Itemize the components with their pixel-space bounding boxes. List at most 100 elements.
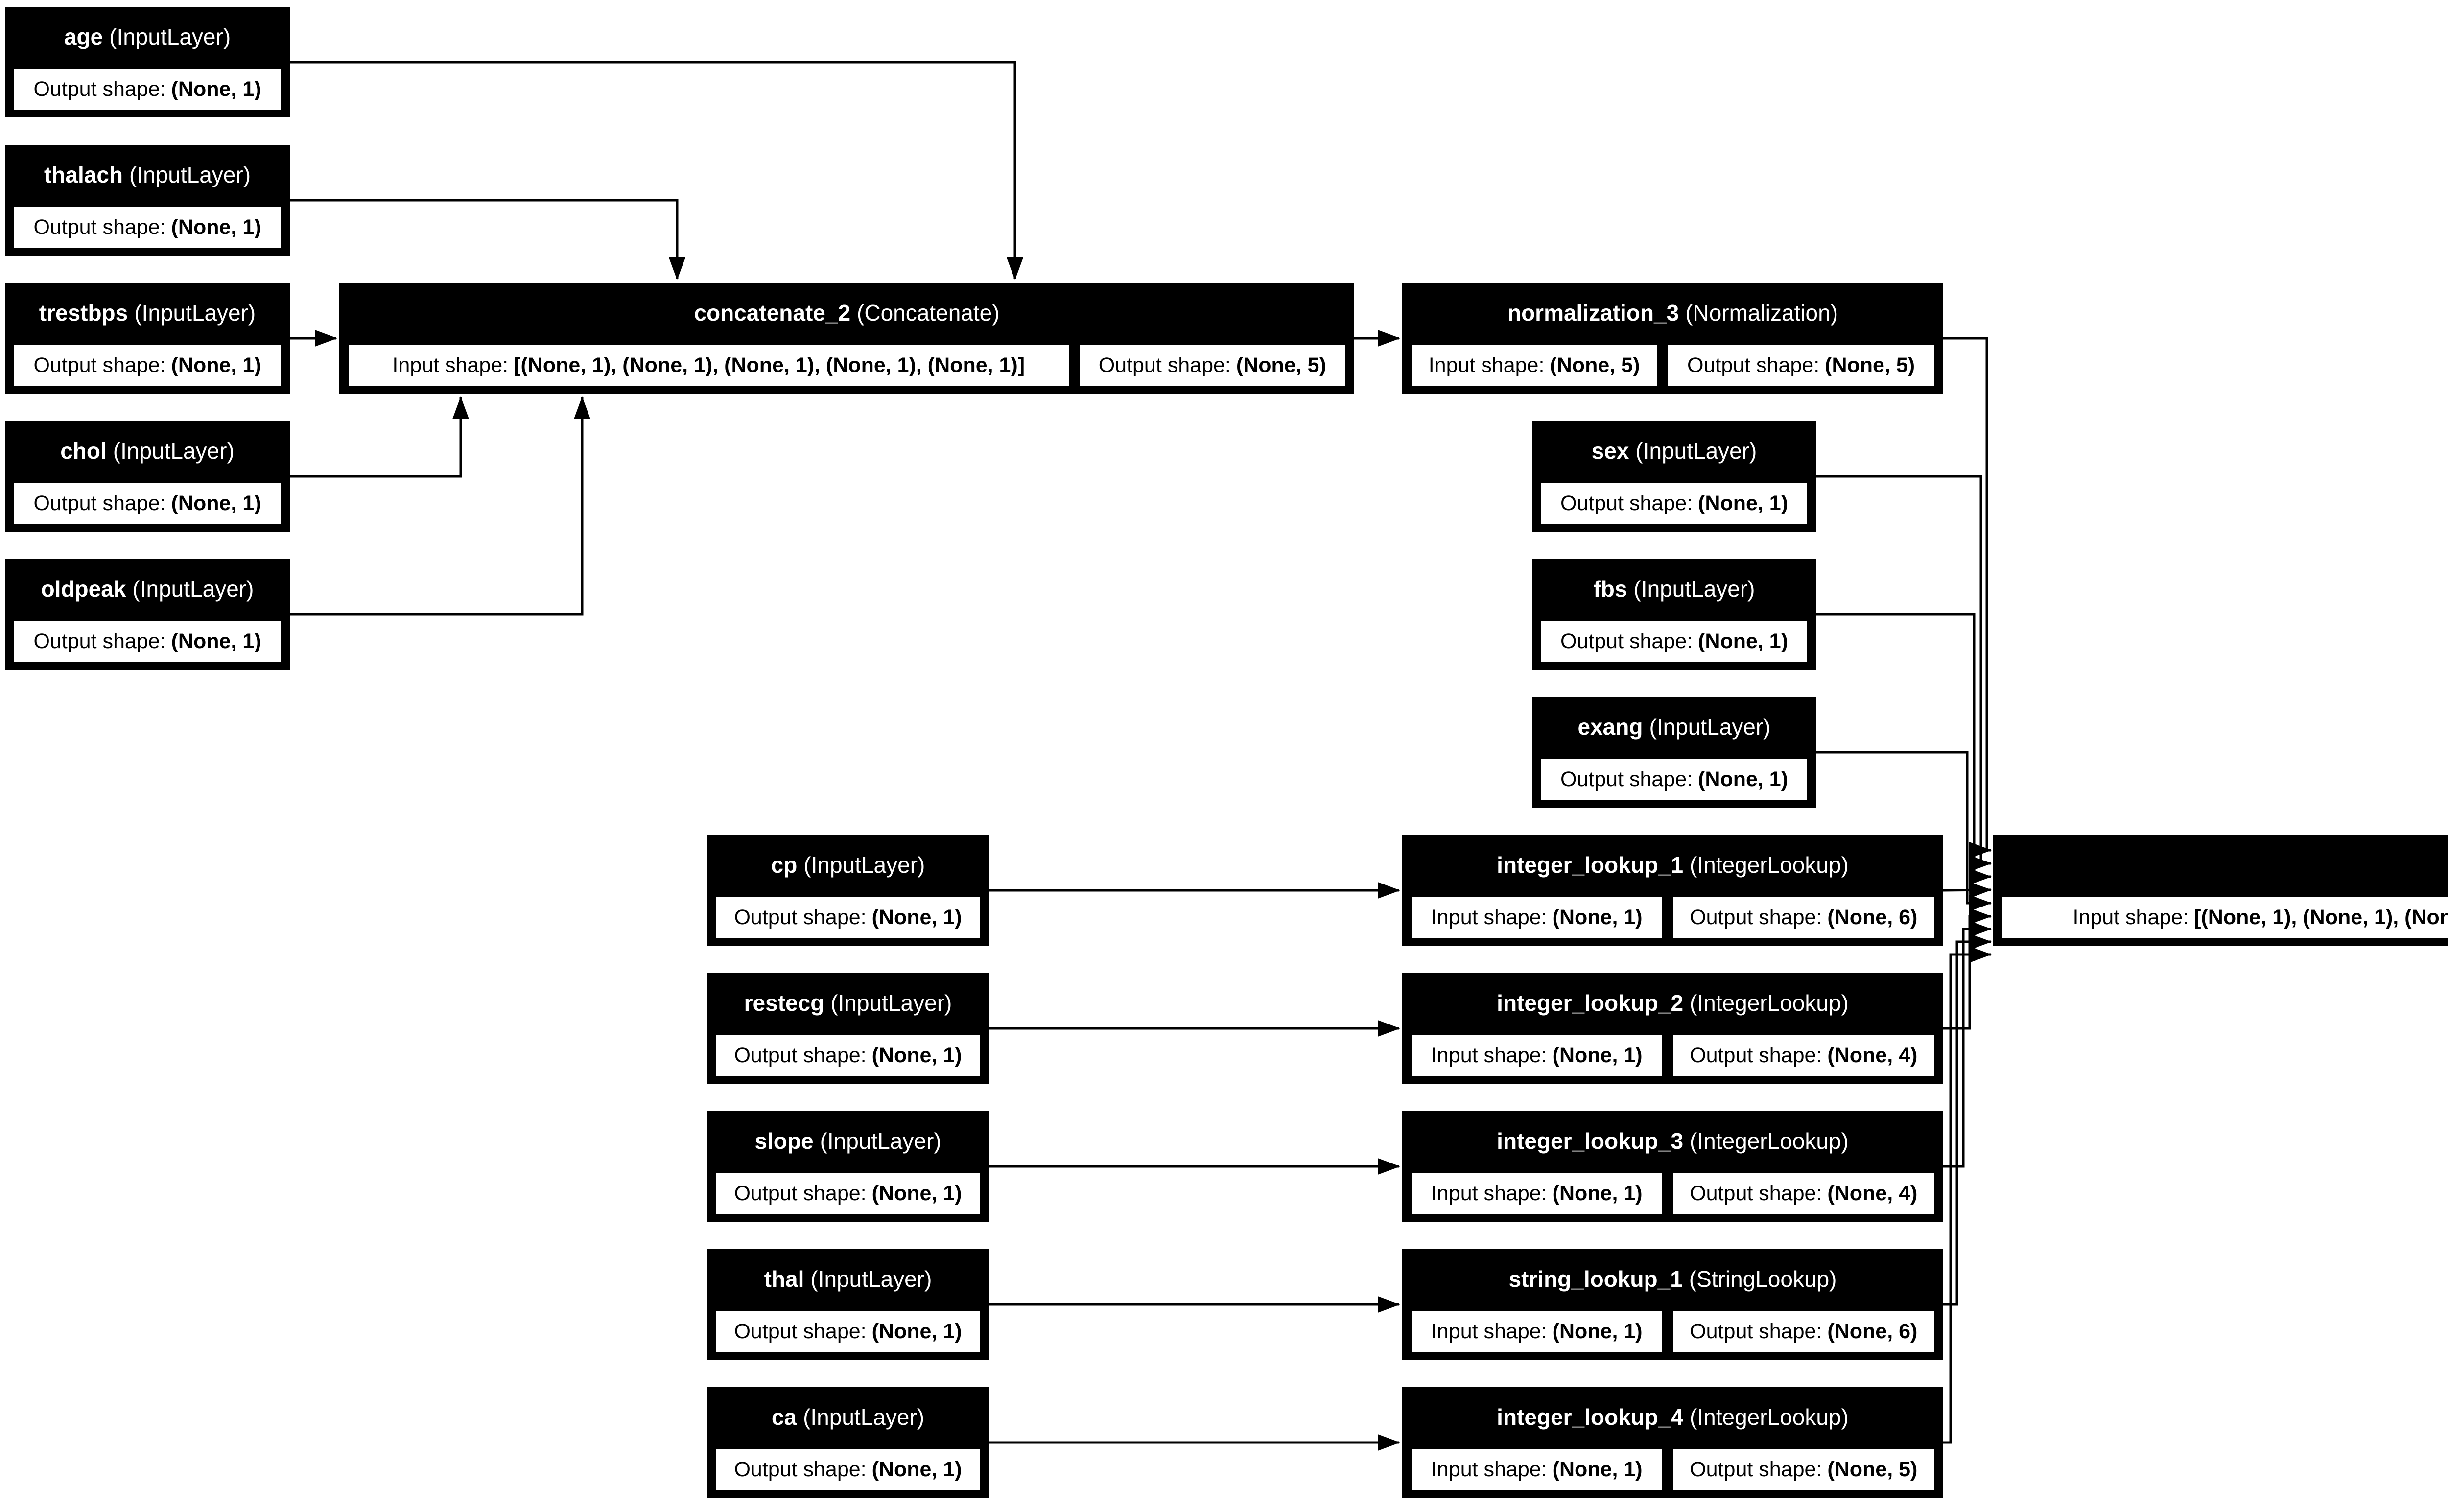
node-integer_lookup_2-title: integer_lookup_2 (IntegerLookup) <box>1402 973 1943 1032</box>
layer-type: (StringLookup) <box>1689 1266 1837 1292</box>
edge-age-to-concatenate_2 <box>290 61 1023 280</box>
node-trestbps-output-shape: Output shape: (None, 1) <box>12 342 283 389</box>
node-restecg: restecg (InputLayer) Output shape: (None… <box>707 973 989 1084</box>
layer-name: cp <box>771 852 798 878</box>
layer-name: normalization_3 <box>1507 300 1679 326</box>
node-normalization_3-input-shape: Input shape: (None, 5) <box>1409 342 1660 389</box>
node-ca-output-shape: Output shape: (None, 1) <box>714 1446 982 1493</box>
node-integer_lookup_1-output-shape: Output shape: (None, 6) <box>1671 894 1936 941</box>
node-sex-output-shape: Output shape: (None, 1) <box>1539 480 1810 527</box>
layer-name: slope <box>754 1128 814 1154</box>
node-integer_lookup_1-input-shape: Input shape: (None, 1) <box>1409 894 1665 941</box>
node-normalization_3-title: normalization_3 (Normalization) <box>1402 283 1943 342</box>
layer-type: (IntegerLookup) <box>1690 1404 1849 1430</box>
layer-name: fbs <box>1593 576 1627 602</box>
layer-type: (InputLayer) <box>810 1266 932 1292</box>
node-exang-output-shape: Output shape: (None, 1) <box>1539 756 1810 803</box>
layer-name: exang <box>1577 714 1643 740</box>
node-thal-output-shape: Output shape: (None, 1) <box>714 1308 982 1355</box>
node-sex: sex (InputLayer) Output shape: (None, 1) <box>1532 421 1816 532</box>
edge-thalach-to-concatenate_2 <box>290 199 685 280</box>
layer-type: (InputLayer) <box>109 23 231 49</box>
node-string_lookup_1-input-shape: Input shape: (None, 1) <box>1409 1308 1665 1355</box>
node-age-title: age (InputLayer) <box>5 7 290 66</box>
node-age: age (InputLayer) Output shape: (None, 1) <box>5 7 290 117</box>
node-thalach: thalach (InputLayer) Output shape: (None… <box>5 145 290 256</box>
layer-type: (InputLayer) <box>803 1404 925 1430</box>
layer-type: (InputLayer) <box>132 576 254 602</box>
node-ca: ca (InputLayer) Output shape: (None, 1) <box>707 1387 989 1498</box>
node-restecg-title: restecg (InputLayer) <box>707 973 989 1032</box>
node-concatenate_3-title: concatenate_3 (Concatenate) <box>1993 835 2448 894</box>
node-oldpeak-output-shape: Output shape: (None, 1) <box>12 618 283 665</box>
node-thal: thal (InputLayer) Output shape: (None, 1… <box>707 1249 989 1360</box>
layer-name: thal <box>764 1266 804 1292</box>
edge-normalization_3-to-concatenate_3 <box>1943 337 1992 859</box>
node-thalach-title: thalach (InputLayer) <box>5 145 290 204</box>
node-fbs-output-shape: Output shape: (None, 1) <box>1539 618 1810 665</box>
node-thalach-output-shape: Output shape: (None, 1) <box>12 204 283 251</box>
node-concatenate_3-input-shape: Input shape: [(None, 1), (None, 1), (Non… <box>2000 894 2448 941</box>
node-ca-title: ca (InputLayer) <box>707 1387 989 1446</box>
layer-name: age <box>64 23 103 49</box>
node-integer_lookup_3-output-shape: Output shape: (None, 4) <box>1671 1170 1936 1217</box>
node-integer_lookup_4-output-shape: Output shape: (None, 5) <box>1671 1446 1936 1493</box>
layer-name: integer_lookup_3 <box>1497 1128 1684 1154</box>
layer-type: (InputLayer) <box>820 1128 942 1154</box>
edge-oldpeak-to-concatenate_2 <box>290 396 590 616</box>
node-integer_lookup_3-input-shape: Input shape: (None, 1) <box>1409 1170 1665 1217</box>
layer-type: (IntegerLookup) <box>1690 990 1849 1016</box>
layer-name: integer_lookup_2 <box>1497 990 1684 1016</box>
layer-type: (InputLayer) <box>830 990 952 1016</box>
node-exang: exang (InputLayer) Output shape: (None, … <box>1532 697 1816 808</box>
node-integer_lookup_2-input-shape: Input shape: (None, 1) <box>1409 1032 1665 1079</box>
node-normalization_3-output-shape: Output shape: (None, 5) <box>1666 342 1936 389</box>
node-integer_lookup_3: integer_lookup_3 (IntegerLookup) Input s… <box>1402 1111 1943 1222</box>
node-concatenate_3: concatenate_3 (Concatenate) Input shape:… <box>1993 835 2448 946</box>
node-integer_lookup_4: integer_lookup_4 (IntegerLookup) Input s… <box>1402 1387 1943 1498</box>
node-integer_lookup_3-title: integer_lookup_3 (IntegerLookup) <box>1402 1111 1943 1170</box>
node-sex-title: sex (InputLayer) <box>1532 421 1816 480</box>
node-integer_lookup_1-title: integer_lookup_1 (IntegerLookup) <box>1402 835 1943 894</box>
edge-exang-to-concatenate_3 <box>1816 751 1992 911</box>
edge-integer_lookup_4-to-concatenate_3 <box>1943 946 1992 1444</box>
node-exang-title: exang (InputLayer) <box>1532 697 1816 756</box>
layer-name: oldpeak <box>41 576 126 602</box>
layer-name: integer_lookup_1 <box>1497 852 1684 878</box>
layer-name: integer_lookup_4 <box>1497 1404 1684 1430</box>
layer-type: (InputLayer) <box>803 852 925 878</box>
layer-type: (Normalization) <box>1685 300 1838 326</box>
node-age-output-shape: Output shape: (None, 1) <box>12 66 283 113</box>
node-fbs: fbs (InputLayer) Output shape: (None, 1) <box>1532 559 1816 670</box>
node-slope-title: slope (InputLayer) <box>707 1111 989 1170</box>
layer-type: (IntegerLookup) <box>1690 1128 1849 1154</box>
layer-name: thalach <box>44 162 123 187</box>
node-normalization_3: normalization_3 (Normalization) Input sh… <box>1402 283 1943 394</box>
node-oldpeak-title: oldpeak (InputLayer) <box>5 559 290 618</box>
node-oldpeak: oldpeak (InputLayer) Output shape: (None… <box>5 559 290 670</box>
node-slope: slope (InputLayer) Output shape: (None, … <box>707 1111 989 1222</box>
node-trestbps: trestbps (InputLayer) Output shape: (Non… <box>5 283 290 394</box>
layer-name: trestbps <box>39 300 128 326</box>
node-cp-title: cp (InputLayer) <box>707 835 989 894</box>
layer-type: (InputLayer) <box>1633 576 1755 602</box>
edge-integer_lookup_3-to-concatenate_3 <box>1943 921 1992 1168</box>
layer-name: chol <box>60 438 107 464</box>
layer-type: (InputLayer) <box>134 300 256 326</box>
node-integer_lookup_2-output-shape: Output shape: (None, 4) <box>1671 1032 1936 1079</box>
node-cp: cp (InputLayer) Output shape: (None, 1) <box>707 835 989 946</box>
node-cp-output-shape: Output shape: (None, 1) <box>714 894 982 941</box>
node-chol-output-shape: Output shape: (None, 1) <box>12 480 283 527</box>
layer-type: (InputLayer) <box>1635 438 1757 464</box>
node-thal-title: thal (InputLayer) <box>707 1249 989 1308</box>
node-concatenate_2: concatenate_2 (Concatenate) Input shape:… <box>339 283 1354 394</box>
node-integer_lookup_2: integer_lookup_2 (IntegerLookup) Input s… <box>1402 973 1943 1084</box>
node-string_lookup_1-title: string_lookup_1 (StringLookup) <box>1402 1249 1943 1308</box>
node-integer_lookup_4-title: integer_lookup_4 (IntegerLookup) <box>1402 1387 1943 1446</box>
node-string_lookup_1-output-shape: Output shape: (None, 6) <box>1671 1308 1936 1355</box>
layer-type: (InputLayer) <box>129 162 251 187</box>
layer-name: ca <box>771 1404 797 1430</box>
layer-name: sex <box>1591 438 1629 464</box>
